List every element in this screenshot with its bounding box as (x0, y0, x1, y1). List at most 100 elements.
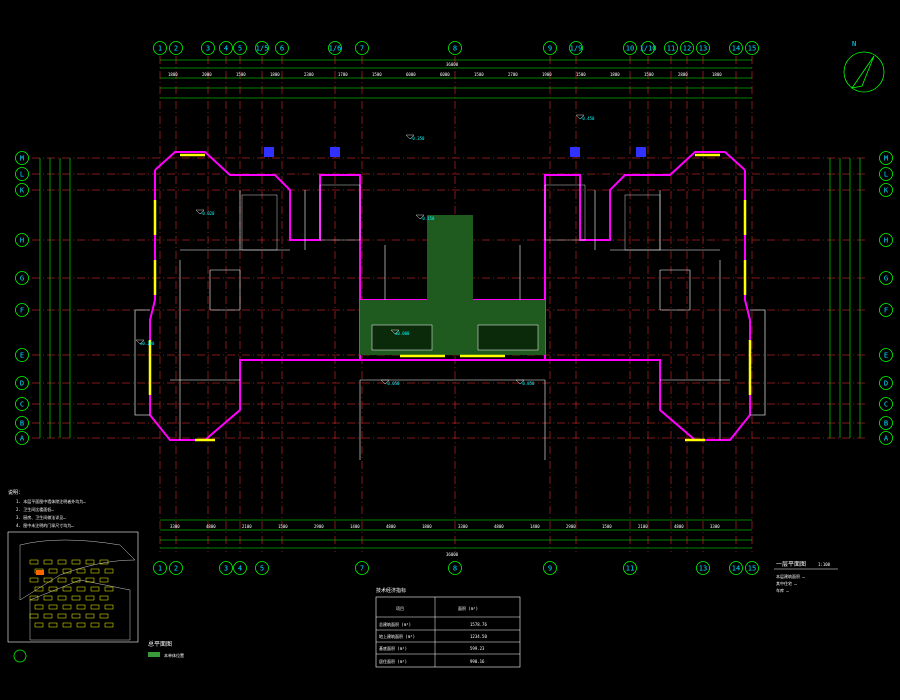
dim-bottom-12: 1500 (602, 524, 612, 529)
dim-top-8: 6000 (440, 72, 450, 77)
grid-bubble-bottom-2: 3 (219, 561, 233, 575)
grid-bubble-bottom-1-label: 2 (174, 565, 178, 573)
drawing-title: 一层平面图 (776, 561, 806, 568)
grid-bubble-right-L-label: L (884, 171, 888, 179)
grid-bubble-right-L: L (879, 167, 893, 181)
table-row-1-value: 1578.76 (470, 622, 487, 627)
grid-bubble-left-M-label: M (20, 155, 24, 163)
grid-bubble-bottom-5: 7 (355, 561, 369, 575)
grid-bubble-left-L: L (15, 167, 29, 181)
grid-bubble-bottom-2-label: 3 (224, 565, 228, 573)
grid-bubble-left-K-label: K (20, 187, 25, 195)
grid-bubble-right-B: B (879, 416, 893, 430)
grid-bubble-left-E: E (15, 348, 29, 362)
level-marks: ±0.000-0.020-0.050-0.350-0.450-0.150-0.8… (135, 114, 595, 386)
table-row-2-value: 1234.50 (470, 634, 487, 639)
grid-bubble-top-18: 15 (745, 41, 759, 55)
grid-bubble-left-K: K (15, 183, 29, 197)
grid-bubble-top-17-label: 14 (732, 45, 740, 53)
grid-bubble-top-9-label: 8 (453, 45, 457, 53)
grid-bubble-top-15: 12 (680, 41, 694, 55)
grid-bubble-top-6: 6 (275, 41, 289, 55)
dim-top-9: 1500 (474, 72, 484, 77)
grid-bubble-bottom-6-label: 8 (453, 565, 457, 573)
grid-bubble-top-4-label: 5 (238, 45, 242, 53)
grid-bubble-right-F: F (879, 303, 893, 317)
grid-bubble-left-B-label: B (20, 420, 24, 428)
central-courtyard (360, 215, 545, 355)
level-mark-6: -0.850 (520, 381, 535, 386)
area-table-title: 技术经济指标 (376, 587, 406, 594)
dim-bottom-14: 4800 (674, 524, 684, 529)
grid-bubble-right-B-label: B (884, 420, 888, 428)
grid-bubble-bottom-5-label: 7 (360, 565, 364, 573)
grid-bubble-top-15-label: 12 (683, 45, 691, 53)
title-note-3: 车库 … (776, 587, 789, 593)
overall-dim-top: 36000 (446, 62, 459, 67)
grid-bubble-top-10: 9 (543, 41, 557, 55)
dim-top-7: 6000 (406, 72, 416, 77)
interior-partitions (170, 190, 730, 460)
dim-bottom-1: 4800 (206, 524, 216, 529)
terraces (134, 309, 766, 416)
dim-bottom-10: 1400 (530, 524, 540, 529)
dim-top-2: 1500 (236, 72, 246, 77)
area-table: 技术经济指标 项目 面积 (m²) 总建筑面积 (m²) 1578.76 地上建… (375, 587, 521, 668)
grid-bubble-bottom-7-label: 9 (548, 565, 552, 573)
note-3: 3. 厨房、卫生间做法详见… (16, 514, 66, 520)
grid-bubble-bottom-9-label: 13 (699, 565, 707, 573)
grid-bubble-right-H: H (879, 233, 893, 247)
grid-bubble-top-8-label: 7 (360, 45, 364, 53)
dim-bottom-2: 2100 (242, 524, 252, 529)
grid-bubble-left-H-label: H (20, 237, 24, 245)
grid-bubble-bottom-11-label: 15 (748, 565, 756, 573)
grid-bubble-bottom-8: 11 (623, 561, 637, 575)
grid-bubble-left-F: F (15, 303, 29, 317)
grid-bubble-left-F-label: F (20, 307, 24, 315)
note-2: 2. 卫生间比楼面低… (16, 506, 54, 512)
dim-top-13: 1800 (610, 72, 620, 77)
grid-bubble-right-D: D (879, 376, 893, 390)
title-note-1: 本层建筑面积 … (776, 573, 805, 579)
overall-dim-bottom: 36000 (446, 552, 459, 557)
grid-bubble-right-E: E (879, 348, 893, 362)
grid-bubble-top-16: 13 (696, 41, 710, 55)
grid-bubble-bottom-3-label: 4 (238, 565, 242, 573)
grid-bubble-bottom-3: 4 (233, 561, 247, 575)
grid-bubble-left-C-label: C (20, 401, 24, 409)
dim-top-4: 2300 (304, 72, 314, 77)
grid-bubble-bottom-9: 13 (696, 561, 710, 575)
drawing-scale: 1:100 (818, 562, 831, 567)
grid-bubble-left-L-label: L (20, 171, 24, 179)
table-header-item: 项目 (396, 605, 404, 611)
dim-top-6: 1500 (372, 72, 382, 77)
grid-bubble-left-D-label: D (20, 380, 24, 388)
grid-bubble-bottom-6: 8 (448, 561, 462, 575)
dim-bottom-0: 3300 (170, 524, 180, 529)
dim-top-14: 1500 (644, 72, 654, 77)
table-row-2-label: 地上建筑面积 (m²) (379, 633, 415, 639)
grid-bubble-top-2-label: 3 (206, 45, 210, 53)
table-row-3-label: 基底面积 (m²) (379, 645, 407, 651)
windows (148, 153, 752, 442)
site-plan-title: 总平面图 (148, 640, 172, 648)
grid-bubble-left-G-label: G (20, 275, 24, 283)
grid-bubble-right-G-label: G (884, 275, 888, 283)
grid-bubble-right-M: M (879, 151, 893, 165)
level-mark-2: -0.050 (385, 381, 400, 386)
grid-bubble-right-G: G (879, 271, 893, 285)
notes-title: 说明： (8, 489, 23, 496)
grid-bubble-top-12: 10 (623, 41, 637, 55)
dim-top-16: 1800 (712, 72, 722, 77)
grid-bubble-top-10-label: 9 (548, 45, 552, 53)
stairs (241, 184, 661, 251)
note-1: 1. 本层平面图中墙体除注明者外均为… (16, 498, 86, 504)
site-plan-legend: 本单体位置 (164, 652, 184, 658)
grid-bubble-top-12-label: 10 (626, 45, 634, 53)
dim-bottom-7: 1800 (422, 524, 432, 529)
grid-bubble-bottom-4-label: 5 (260, 565, 264, 573)
grid-bubble-right-C: C (879, 397, 893, 411)
grid-bubble-top-3-label: 4 (224, 45, 228, 53)
drawing-title-block: 一层平面图 1:100 本层建筑面积 … 其中住宅 … 车库 … (774, 561, 838, 593)
